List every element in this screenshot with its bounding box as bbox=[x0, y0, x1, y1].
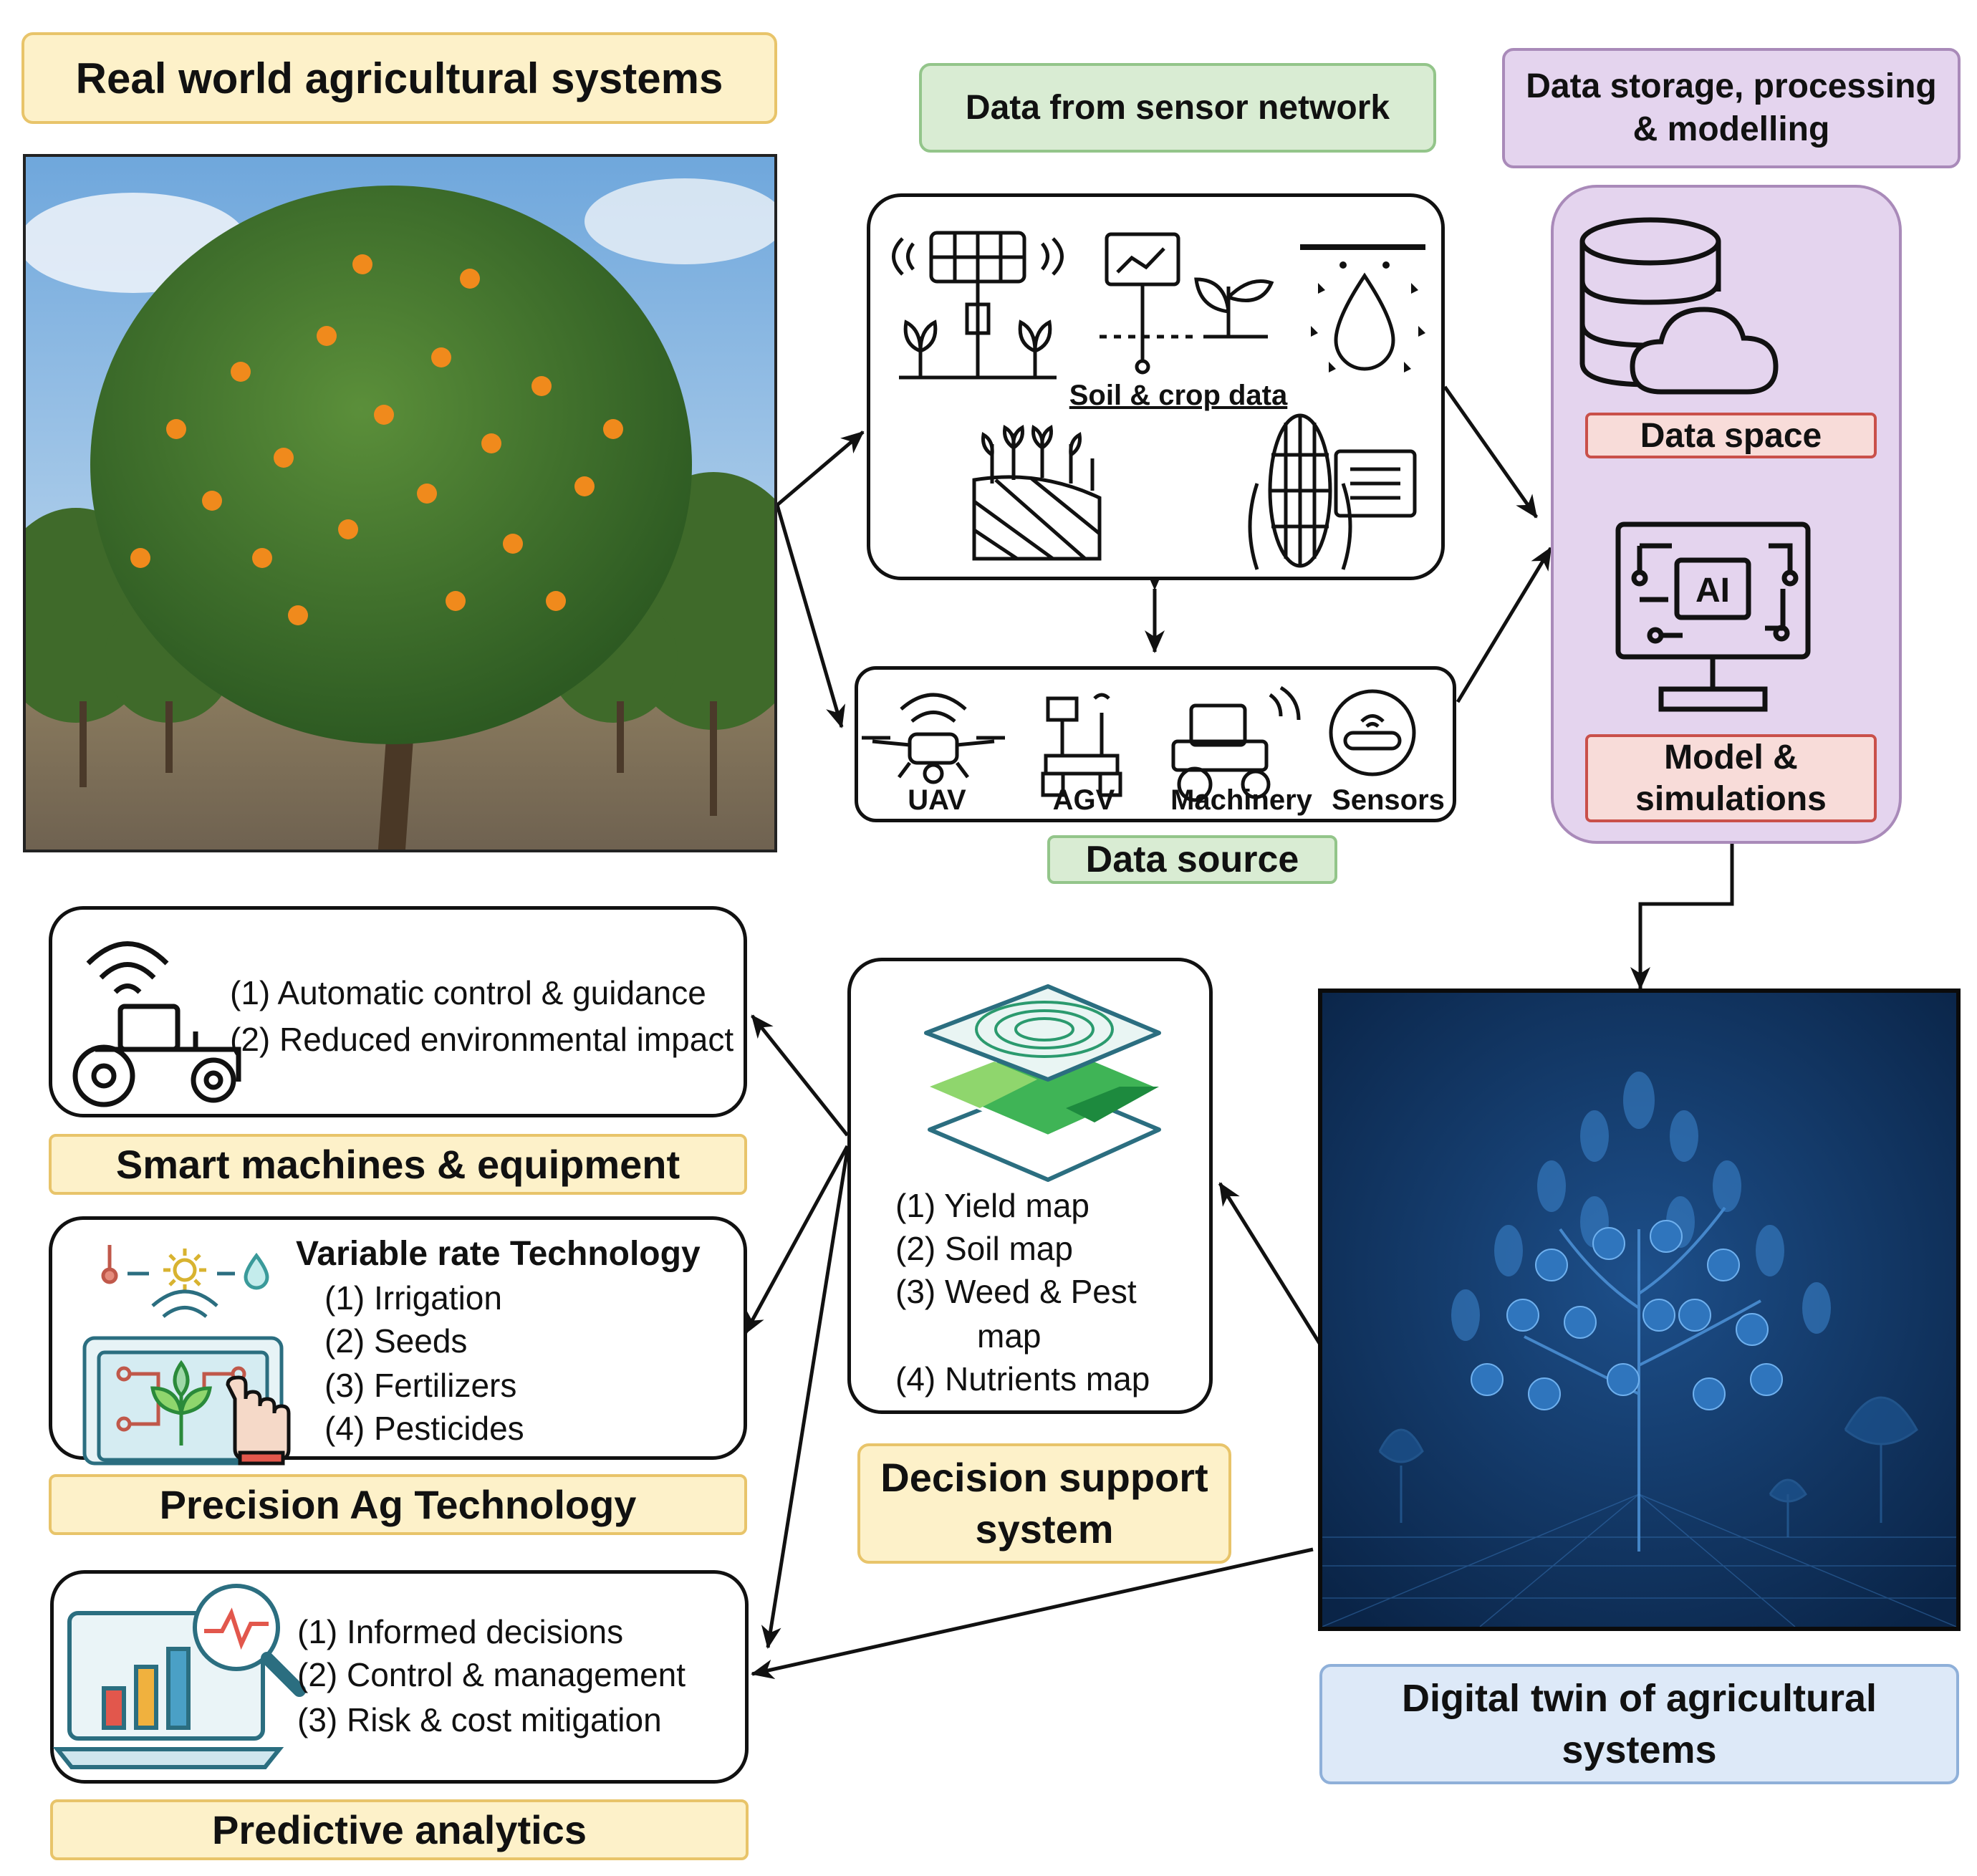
vrt-item-3: (3) Fertilizers bbox=[324, 1367, 517, 1404]
model-sim-label: Model & simulations bbox=[1585, 734, 1877, 822]
model-sim-line1: Model & bbox=[1664, 738, 1798, 776]
arrow-model-to-twin bbox=[1630, 824, 1734, 990]
arrow-twin-to-predictive bbox=[751, 1547, 1314, 1680]
rain-drop-icon bbox=[1300, 244, 1425, 372]
source-label-uav: UAV bbox=[908, 784, 966, 816]
digital-twin-line1: Digital twin of agricultural bbox=[1401, 1677, 1877, 1720]
data-source-panel: UAV AGV Machinery Sensors bbox=[855, 666, 1456, 822]
vrt-title: Variable rate Technology bbox=[296, 1235, 701, 1273]
map-item-2: (2) Soil map bbox=[895, 1230, 1073, 1267]
arrow-dss-to-predictive bbox=[761, 1149, 850, 1649]
storage-panel: AI bbox=[1551, 185, 1902, 844]
vrt-item-2: (2) Seeds bbox=[324, 1322, 468, 1360]
corn-report-icon bbox=[1248, 413, 1417, 570]
source-icons bbox=[862, 686, 1416, 802]
drone-icon bbox=[862, 693, 1005, 784]
solar-sensor-icon bbox=[892, 231, 1064, 380]
map-layers-icon bbox=[924, 984, 1161, 1182]
arrow-photo-to-sources bbox=[775, 504, 846, 728]
precision-title: Precision Ag Technology bbox=[49, 1474, 747, 1535]
digital-twin-line2: systems bbox=[1562, 1728, 1717, 1771]
dss-line2: system bbox=[975, 1506, 1114, 1552]
orchard-photo bbox=[23, 154, 777, 852]
map-item-1: (1) Yield map bbox=[895, 1187, 1090, 1224]
agv-icon bbox=[1041, 693, 1122, 797]
map-item-3: (3) Weed & Pest bbox=[895, 1273, 1137, 1310]
dss-line1: Decision support bbox=[880, 1455, 1208, 1500]
arrow-photo-to-sensors bbox=[776, 430, 865, 506]
storage-icons: AI bbox=[1579, 217, 1811, 712]
soil-crop-label: Soil & crop data bbox=[1069, 380, 1288, 411]
soil-monitor-icon bbox=[1100, 232, 1274, 375]
smart-machines-panel: (1) Automatic control & guidance (2) Red… bbox=[49, 906, 747, 1117]
maps-panel: (1) Yield map (2) Soil map (3) Weed & Pe… bbox=[847, 958, 1213, 1414]
smart-item-2: (2) Reduced environmental impact bbox=[230, 1021, 734, 1058]
arrow-dss-to-precision bbox=[743, 1145, 850, 1335]
vrt-icon bbox=[82, 1245, 291, 1466]
predictive-item-2: (2) Control & management bbox=[297, 1656, 686, 1693]
precision-panel: Variable rate Technology (1) Irrigation … bbox=[49, 1216, 747, 1466]
arrow-twin-to-dss bbox=[1218, 1182, 1324, 1348]
predictive-item-1: (1) Informed decisions bbox=[297, 1613, 624, 1650]
predictive-panel: (1) Informed decisions (2) Control & man… bbox=[50, 1570, 749, 1784]
ai-monitor-icon bbox=[1615, 521, 1811, 712]
map-item-3-cont: map bbox=[977, 1317, 1042, 1355]
vrt-item-4: (4) Pesticides bbox=[324, 1410, 524, 1447]
sensor-icons bbox=[892, 231, 1425, 570]
data-source-title: Data source bbox=[1047, 835, 1337, 884]
digital-twin-title: Digital twin of agricultural systems bbox=[1319, 1664, 1959, 1784]
data-space-label: Data space bbox=[1585, 413, 1877, 458]
storage-title-line1: Data storage, processing bbox=[1526, 67, 1937, 105]
database-cloud-icon bbox=[1579, 217, 1779, 395]
smart-machines-title: Smart machines & equipment bbox=[49, 1134, 747, 1195]
digital-twin-image bbox=[1318, 988, 1961, 1631]
sensor-network-title: Data from sensor network bbox=[919, 63, 1436, 153]
model-sim-line2: simulations bbox=[1635, 779, 1827, 818]
predictive-item-3: (3) Risk & cost mitigation bbox=[297, 1701, 662, 1738]
tractor-icon bbox=[1171, 686, 1301, 802]
smart-item-1: (1) Automatic control & guidance bbox=[230, 974, 706, 1011]
source-label-sensors: Sensors bbox=[1332, 784, 1445, 816]
vrt-item-1: (1) Irrigation bbox=[324, 1279, 502, 1317]
ai-text: AI bbox=[1695, 572, 1730, 610]
crop-field-icon bbox=[972, 425, 1102, 561]
arrow-sensors-to-storage bbox=[1443, 385, 1539, 519]
arrow-sources-to-storage bbox=[1456, 547, 1553, 703]
storage-title: Data storage, processing & modelling bbox=[1502, 48, 1961, 168]
arrow-dss-to-smart bbox=[751, 1014, 849, 1137]
real-world-title: Real world agricultural systems bbox=[21, 32, 777, 124]
map-item-4: (4) Nutrients map bbox=[895, 1360, 1150, 1398]
dss-title: Decision support system bbox=[857, 1443, 1231, 1564]
analytics-icon bbox=[52, 1584, 306, 1769]
source-label-machinery: Machinery bbox=[1170, 784, 1312, 816]
storage-title-line2: & modelling bbox=[1632, 110, 1830, 148]
smart-tractor-icon bbox=[72, 941, 241, 1107]
predictive-title: Predictive analytics bbox=[50, 1799, 749, 1860]
sensor-panel: Soil & crop data bbox=[867, 193, 1445, 580]
source-label-agv: AGV bbox=[1052, 784, 1115, 816]
sensor-device-icon bbox=[1329, 689, 1416, 776]
